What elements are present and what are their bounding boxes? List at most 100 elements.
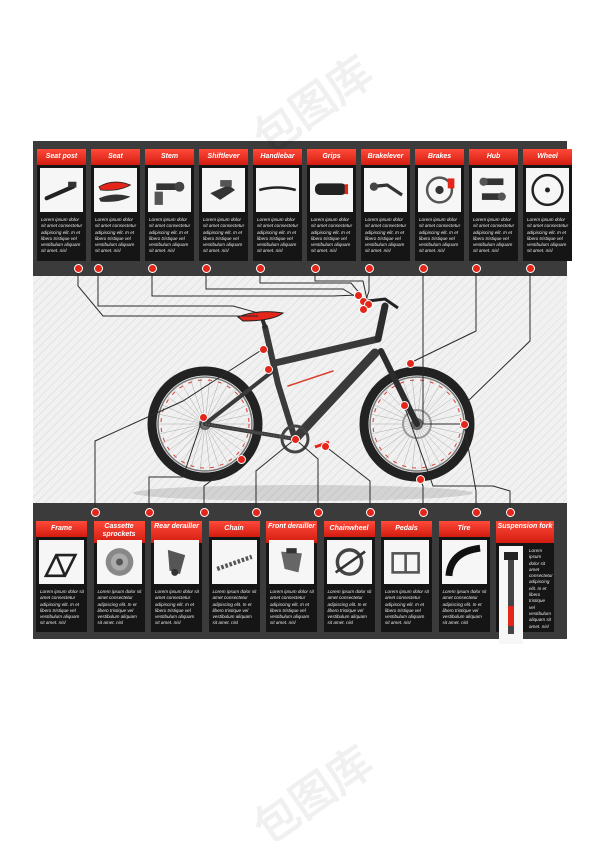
frame-marker[interactable] (90, 507, 100, 517)
wheel-description: Lorem ipsum dolor sit amet consectetur a… (527, 217, 569, 254)
shiftlever-description: Lorem ipsum dolor sit amet consectetur a… (203, 217, 245, 254)
shiftlever-marker[interactable] (201, 263, 211, 273)
pedals-marker[interactable] (418, 507, 428, 517)
bike-point-marker[interactable] (363, 299, 373, 309)
grips-marker[interactable] (310, 263, 320, 273)
chainwheel-icon (326, 540, 372, 584)
suspension-fork-title: Suspension fork (496, 521, 554, 543)
chain-marker[interactable] (251, 507, 261, 517)
chainwheel-title: Chainwheel (323, 521, 375, 537)
stem-title: Stem (145, 149, 194, 165)
chain-title: Chain (208, 521, 260, 537)
bike-point-marker[interactable] (399, 400, 409, 410)
suspension-fork-description: Lorem ipsum dolor sit amet consectetur a… (529, 548, 553, 629)
handlebar-marker[interactable] (255, 263, 265, 273)
tire-description: Lorem ipsum dolor sit amet consectetur a… (442, 589, 487, 626)
rear-derailler-icon (154, 540, 199, 584)
hub-marker[interactable] (471, 263, 481, 273)
bike-point-marker[interactable] (198, 412, 208, 422)
brakelever-title: Brakelever (361, 149, 410, 165)
brakes-description: Lorem ipsum dolor sit amet consectetur a… (419, 217, 461, 254)
bike-point-marker[interactable] (236, 454, 246, 464)
seat-post-marker[interactable] (73, 263, 83, 273)
tire-icon (441, 540, 487, 584)
cassette-sprockets-description: Lorem ipsum dolor sit amet consectetur a… (97, 589, 142, 626)
stem-icon (148, 168, 191, 212)
shiftlever-icon (202, 168, 245, 212)
watermark: 包图库 (244, 736, 383, 855)
wheel-marker[interactable] (525, 263, 535, 273)
suspension-fork-icon (499, 546, 523, 644)
seat-description: Lorem ipsum dolor sit amet consectetur a… (95, 217, 137, 254)
frame-description: Lorem ipsum dolor sit amet consectetur a… (40, 589, 84, 626)
handlebar-description: Lorem ipsum dolor sit amet consectetur a… (257, 217, 299, 254)
brakelever-description: Lorem ipsum dolor sit amet consectetur a… (365, 217, 407, 254)
cassette-sprockets-marker[interactable] (144, 507, 154, 517)
frame-drawing (203, 302, 420, 444)
bike-point-marker[interactable] (258, 344, 268, 354)
bike-point-marker[interactable] (459, 419, 469, 429)
chain-icon (211, 540, 257, 584)
cassette-sprockets-icon (96, 540, 142, 584)
hub-icon (472, 168, 515, 212)
bike-point-marker[interactable] (358, 304, 368, 314)
rear-derailler-description: Lorem ipsum dolor sit amet consectetur a… (155, 589, 199, 626)
chainring-drawing (280, 424, 310, 454)
tire-title: Tire (438, 521, 490, 537)
rear-derailler-title: Rear derailler (151, 521, 202, 543)
chainwheel-marker[interactable] (365, 507, 375, 517)
bike-point-marker[interactable] (320, 441, 330, 451)
rear-derailler-marker[interactable] (199, 507, 209, 517)
brakelever-icon (364, 168, 407, 212)
bike-point-marker[interactable] (405, 358, 415, 368)
handlebar-title: Handlebar (253, 149, 302, 165)
brakes-icon (418, 168, 461, 212)
bicycle-illustration (133, 297, 475, 501)
connector-lines (77, 273, 531, 507)
bike-point-marker[interactable] (415, 474, 425, 484)
seat-marker[interactable] (93, 263, 103, 273)
tire-marker[interactable] (471, 507, 481, 517)
brakes-marker[interactable] (418, 263, 428, 273)
stem-description: Lorem ipsum dolor sit amet consectetur a… (149, 217, 191, 254)
bike-point-marker[interactable] (353, 290, 363, 300)
saddle-drawing (237, 311, 285, 322)
grips-icon (310, 168, 353, 212)
hub-description: Lorem ipsum dolor sit amet consectetur a… (473, 217, 515, 254)
wheel-icon (526, 168, 569, 212)
stem-marker[interactable] (147, 263, 157, 273)
seat-title: Seat (91, 149, 140, 165)
brakelever-marker[interactable] (364, 263, 374, 273)
handlebar-icon (256, 168, 299, 212)
handlebar-drawing (367, 297, 399, 310)
bike-point-marker[interactable] (290, 434, 300, 444)
bicycle-diagram-area (33, 276, 567, 503)
hub-title: Hub (469, 149, 518, 165)
front-derailler-marker[interactable] (313, 507, 323, 517)
chainwheel-description: Lorem ipsum dolor sit amet consectetur a… (327, 589, 372, 626)
suspension-fork-marker[interactable] (505, 507, 515, 517)
pedals-title: Pedals (381, 521, 432, 537)
bike-point-marker[interactable] (263, 364, 273, 374)
cassette-sprockets-title: Cassette sprockets (93, 521, 145, 543)
